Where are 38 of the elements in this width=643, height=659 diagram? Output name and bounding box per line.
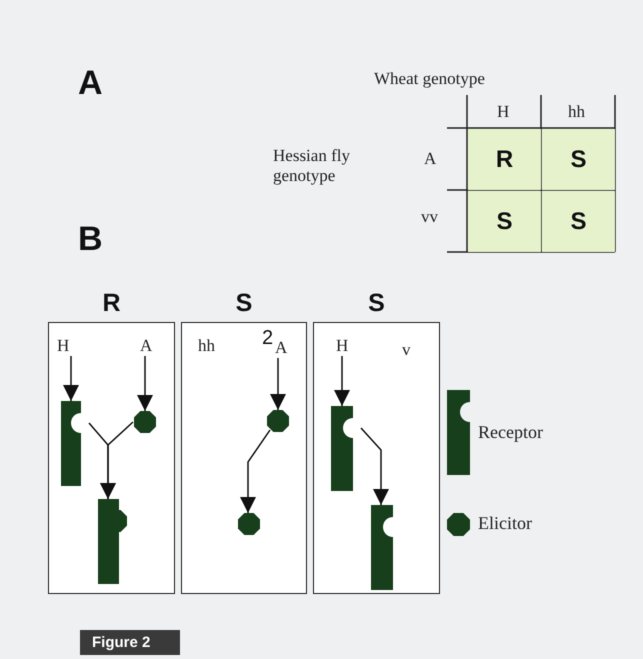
receptor-icon	[371, 505, 393, 590]
elicitor-icon	[267, 410, 289, 432]
column-header: hh	[568, 103, 585, 120]
arrow	[240, 430, 271, 513]
axis-title: Hessian fly genotype	[273, 146, 351, 186]
receptor-icon	[61, 401, 81, 486]
result-cell: S	[468, 191, 541, 252]
result-cell: S	[542, 191, 615, 252]
gene-label: H	[57, 337, 70, 354]
elicitor-icon	[134, 411, 156, 433]
panel-heading: S	[367, 291, 386, 316]
result-cell: S	[542, 129, 615, 190]
gene-label: H	[336, 337, 348, 354]
gene-label: A	[275, 339, 288, 356]
row-header: vv	[421, 208, 438, 225]
panel-heading: S	[234, 291, 254, 316]
result-cell: R	[468, 129, 541, 190]
arrow	[63, 356, 79, 401]
gene-label: A	[140, 337, 152, 354]
footnote-number: 2	[262, 328, 274, 348]
panel-heading: R	[101, 291, 122, 316]
figure-tab: Figure 2	[80, 630, 180, 655]
gene-label: v	[402, 341, 410, 358]
panel-letter: A	[78, 66, 103, 100]
panel-letter: B	[78, 222, 103, 256]
legend-label: Elicitor	[478, 514, 532, 532]
arrow	[360, 428, 389, 505]
arrow	[270, 358, 286, 410]
axis-title: Wheat genotype	[374, 70, 485, 87]
gene-label: hh	[198, 337, 215, 354]
column-header: H	[497, 103, 510, 120]
arrow	[334, 356, 350, 406]
elicitor-icon	[238, 513, 260, 535]
legend-label: Receptor	[478, 423, 543, 441]
arrow	[100, 421, 134, 499]
row-header: A	[424, 150, 436, 167]
receptor-icon	[331, 406, 353, 491]
arrow	[137, 356, 153, 411]
